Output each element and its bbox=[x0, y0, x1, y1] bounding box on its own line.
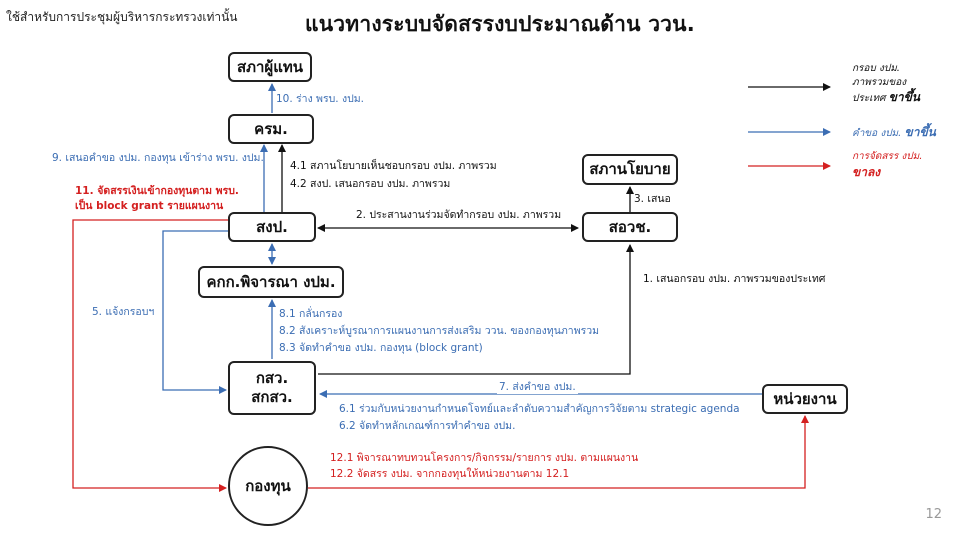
edge-budget-fund bbox=[72, 219, 228, 492]
label-step-10: 10. ร่าง พรบ. งปม. bbox=[276, 93, 364, 105]
label-step-9: 9. เสนอคำขอ งปม. กองทุน เข้าร่าง พรบ. งป… bbox=[52, 152, 264, 164]
node-kosow: กสว. สกสว. bbox=[228, 361, 316, 415]
legend-blue-text: คำขอ งปม. ขาขึ้น bbox=[852, 125, 936, 139]
page-title: แนวทางระบบจัดสรรงบประมาณด้าน ววน. bbox=[305, 12, 695, 36]
edge-kosow-sorwoch bbox=[318, 244, 634, 375]
node-committee: คกก.พิจารณา งปม. bbox=[198, 266, 344, 298]
node-parliament: สภาผู้แทน bbox=[228, 52, 312, 82]
label-step-3: 3. เสนอ bbox=[634, 193, 671, 205]
label-step-6-1: 6.1 ร่วมกับหน่วยงานกำหนดโจทย์และลำดับควา… bbox=[339, 403, 740, 415]
label-step-11a: 11. จัดสรรเงินเข้ากองทุนตาม พรบ. bbox=[75, 185, 239, 197]
node-agency: หน่วยงาน bbox=[762, 384, 848, 414]
node-kosow-line1: กสว. bbox=[255, 369, 289, 388]
label-step-8-1: 8.1 กลั่นกรอง bbox=[279, 308, 343, 320]
node-kosow-line2: สกสว. bbox=[251, 388, 293, 406]
legend-black-line2: ภาพรวมของ bbox=[852, 76, 907, 88]
legend-black-text: กรอบ งปม. ภาพรวมของ ประเทศ ขาขึ้น bbox=[852, 62, 920, 106]
node-fund: กองทุน bbox=[228, 446, 308, 526]
page-number: 12 bbox=[925, 507, 942, 522]
label-step-1: 1. เสนอกรอบ งปม. ภาพรวมของประเทศ bbox=[643, 273, 826, 285]
edge-fund-agency bbox=[308, 415, 809, 489]
usage-note: ใช้สำหรับการประชุมผู้บริหารกระทรวงเท่านั… bbox=[6, 10, 238, 24]
legend-red-text: การจัดสรร งปม. ขาลง bbox=[852, 150, 922, 180]
legend-red-line1: การจัดสรร งปม. bbox=[852, 151, 923, 162]
label-step-2: 2. ประสานงานร่วมจัดทำกรอบ งปม. ภาพรวม bbox=[356, 209, 562, 221]
node-policy-council: สภานโยบาย bbox=[582, 154, 678, 185]
legend-black-line3: ประเทศ ขาขึ้น bbox=[852, 90, 920, 104]
label-step-7: 7. ส่งคำขอ งปม. bbox=[497, 380, 578, 395]
edge-budget-kosow bbox=[162, 230, 228, 394]
legend-black-line1: กรอบ งปม. bbox=[852, 63, 900, 74]
legend-red-line2: ขาลง bbox=[852, 164, 881, 179]
label-step-4-1: 4.1 สภานโยบายเห็นชอบกรอบ งปม. ภาพรวม bbox=[290, 160, 497, 172]
label-step-4-2: 4.2 สงป. เสนอกรอบ งปม. ภาพรวม bbox=[290, 178, 451, 190]
annotation-6-box bbox=[332, 398, 744, 440]
label-step-6-2: 6.2 จัดทำหลักเกณฑ์การทำคำขอ งปม. bbox=[339, 420, 516, 432]
node-cabinet: ครม. bbox=[228, 114, 314, 144]
label-step-11b: เป็น block grant รายแผนงาน bbox=[75, 200, 224, 212]
node-budget-bureau: สงป. bbox=[228, 212, 316, 242]
node-sorwoch: สอวช. bbox=[582, 212, 678, 242]
label-step-5: 5. แจ้งกรอบฯ bbox=[92, 306, 155, 318]
label-step-8-2: 8.2 สังเคราะห์บูรณาการแผนงานการส่งเสริม … bbox=[279, 325, 600, 337]
label-step-8-3: 8.3 จัดทำคำขอ งปม. กองทุน (block grant) bbox=[279, 342, 483, 354]
label-step-12-2: 12.2 จัดสรร งปม. จากกองทุนให้หน่วยงานตาม… bbox=[330, 468, 570, 480]
label-step-12-1: 12.1 พิจารณาทบทวนโครงการ/กิจกรรม/รายการ … bbox=[330, 452, 639, 464]
